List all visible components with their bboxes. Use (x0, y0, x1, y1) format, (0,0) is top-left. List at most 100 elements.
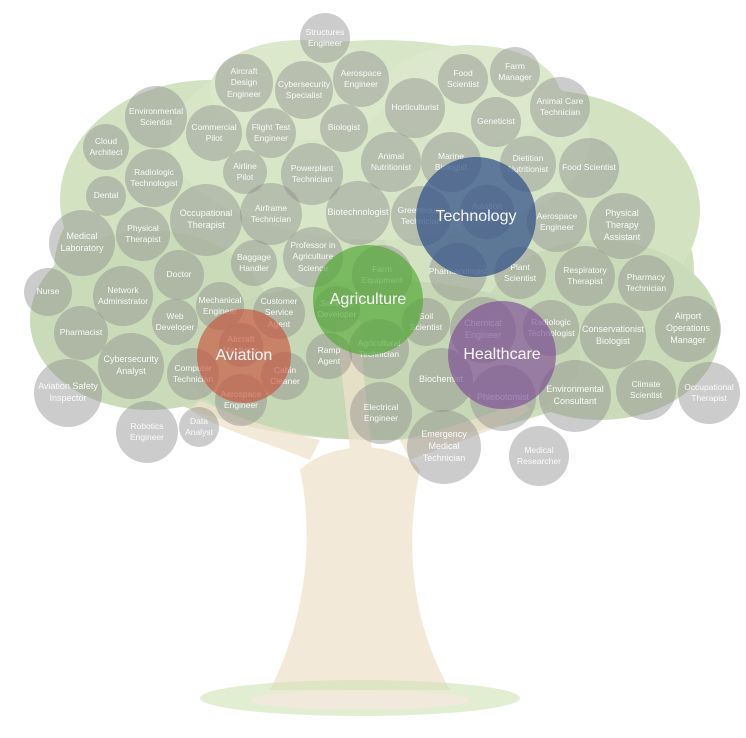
career-bubble-web-developer[interactable]: Web Developer (152, 299, 198, 345)
career-label: Emergency Medical Technician (421, 429, 467, 463)
career-label: Cybersecurity Specialist (278, 78, 330, 100)
career-label: Flight Test Engineer (251, 121, 291, 143)
career-label: Animal Care Technician (536, 95, 584, 117)
career-label: Airline Pilot (233, 160, 257, 182)
category-hub-label: Agriculture (329, 291, 407, 308)
career-bubble-structures-engineer[interactable]: Structures Engineer (300, 13, 350, 63)
career-label: Airport Operations Manager (665, 311, 711, 345)
career-bubble-occupational-therapist[interactable]: Occupational Therapist (678, 362, 740, 424)
career-bubble-baggage-handler[interactable]: Baggage Handler (231, 240, 277, 286)
career-label: Mechanical Engineer (198, 294, 242, 316)
career-bubble-doctor[interactable]: Doctor (154, 250, 204, 300)
career-bubble-airline-pilot[interactable]: Airline Pilot (223, 150, 267, 194)
career-bubble-flight-test-engineer[interactable]: Flight Test Engineer (246, 108, 296, 158)
career-label: Airframe Technician (250, 202, 292, 224)
career-label: Soil Scientist (409, 310, 443, 332)
career-label: Physical Therapy Assistant (603, 208, 641, 242)
ground (200, 680, 520, 716)
career-label: Electrical Engineer (363, 401, 399, 423)
career-label: Conservationist Biologist (581, 324, 645, 346)
career-bubble-climate-scientist[interactable]: Climate Scientist (616, 360, 676, 420)
career-bubble-robotics-engineer[interactable]: Robotics Engineer (116, 401, 178, 463)
career-bubble-food-scientist[interactable]: Food Scientist (559, 138, 619, 198)
career-label: Medical Researcher (517, 444, 561, 466)
category-hub-aviation[interactable]: Aviation (197, 309, 291, 403)
career-label: Environmental Scientist (128, 105, 184, 127)
career-label: Food Scientist (446, 67, 480, 89)
career-bubble-medical-researcher[interactable]: Medical Researcher (509, 426, 569, 486)
career-bubble-nurse[interactable]: Nurse (24, 268, 72, 316)
career-label: Occupational Therapist (684, 381, 734, 403)
career-label: Structures Engineer (305, 26, 345, 48)
career-bubble-farm-manager[interactable]: Farm Manager (490, 47, 540, 97)
career-label: Dental (93, 190, 119, 201)
career-bubble-pharmacist[interactable]: Pharmacist (54, 306, 108, 360)
career-bubble-pharmacy-technician[interactable]: Pharmacy Technician (618, 255, 674, 311)
career-bubble-emergency-medical-technician[interactable]: Emergency Medical Technician (407, 410, 481, 484)
career-label: Physical Therapist (125, 222, 161, 244)
career-bubble-commercial-pilot[interactable]: Commercial Pilot (186, 105, 242, 161)
career-label: Robotics Engineer (129, 420, 165, 442)
career-label: Aerospace Engineer (340, 67, 382, 89)
career-label: Biologist (327, 122, 361, 133)
career-bubble-respiratory-therapist[interactable]: Respiratory Therapist (555, 246, 615, 306)
category-hub-label: Technology (435, 208, 517, 225)
career-label: Aircraft Design Engineer (226, 66, 262, 99)
career-label: Doctor (166, 269, 192, 280)
career-label: Cloud Architect (89, 135, 123, 157)
career-bubble-powerplant-technician[interactable]: Powerplant Technician (281, 143, 343, 205)
career-bubble-aerospace-engineer[interactable]: Aerospace Engineer (527, 192, 587, 252)
career-label: Food Scientist (562, 162, 616, 173)
career-label: Powerplant Technician (290, 162, 334, 184)
career-label: Biotechnologist (327, 207, 389, 218)
category-hub-agriculture[interactable]: Agriculture (313, 245, 423, 355)
career-label: Horticulturist (391, 102, 439, 113)
career-bubble-aircraft-design-engineer[interactable]: Aircraft Design Engineer (215, 54, 273, 112)
career-label: Computer Technician (172, 362, 214, 384)
career-bubble-occupational-therapist[interactable]: Occupational Therapist (170, 184, 242, 256)
career-bubble-aviation-safety-inspector[interactable]: Aviation Safety Inspector (34, 359, 102, 427)
career-bubble-medical-laboratory[interactable]: Medical Laboratory (49, 210, 115, 276)
career-bubble-dental[interactable]: Dental (86, 176, 126, 216)
career-label: Network Administrator (97, 284, 149, 306)
career-bubble-airport-operations-manager[interactable]: Airport Operations Manager (655, 296, 721, 362)
career-label: Medical Laboratory (60, 231, 104, 253)
career-bubble-cybersecurity-specialist[interactable]: Cybersecurity Specialist (275, 61, 333, 119)
career-label: Animal Nutritionist (370, 150, 412, 172)
career-label: Dietitian Nutritionist (507, 152, 549, 174)
career-label: Professor in Agriculture Science (290, 240, 336, 273)
career-bubble-cloud-architect[interactable]: Cloud Architect (83, 124, 129, 170)
career-bubble-geneticist[interactable]: Geneticist (471, 97, 521, 147)
career-label: Ramp Agent (317, 344, 341, 366)
career-bubble-biologist[interactable]: Biologist (320, 104, 368, 152)
career-bubble-physical-therapy-assistant[interactable]: Physical Therapy Assistant (589, 193, 655, 259)
career-bubble-network-administrator[interactable]: Network Administrator (93, 266, 153, 326)
career-label: Respiratory Therapist (563, 264, 607, 286)
career-bubble-electrical-engineer[interactable]: Electrical Engineer (350, 382, 412, 444)
career-bubble-data-analyst[interactable]: Data Analyst (179, 407, 219, 447)
tree-trunk (190, 320, 530, 690)
career-bubble-physical-therapist[interactable]: Physical Therapist (116, 207, 170, 261)
career-bubble-conservationist-biologist[interactable]: Conservationist Biologist (580, 303, 646, 369)
career-bubble-animal-nutritionist[interactable]: Animal Nutritionist (361, 132, 421, 192)
career-bubble-cybersecurity-analyst[interactable]: Cybersecurity Analyst (98, 333, 164, 399)
career-bubble-radiologic-technologist[interactable]: Radiologic Technologist (125, 149, 183, 207)
category-hub-technology[interactable]: Technology (416, 157, 536, 277)
career-label: Pharmacist (59, 327, 103, 338)
career-bubble-airframe-technician[interactable]: Airframe Technician (240, 183, 302, 245)
career-bubble-animal-care-technician[interactable]: Animal Care Technician (530, 77, 590, 137)
career-label: Cybersecurity Analyst (103, 354, 159, 376)
career-bubble-horticulturist[interactable]: Horticulturist (385, 78, 445, 138)
career-label: Aviation Safety Inspector (38, 381, 98, 403)
career-bubble-environmental-scientist[interactable]: Environmental Scientist (125, 86, 187, 148)
category-hub-healthcare[interactable]: Healthcare (448, 301, 556, 409)
career-bubble-aerospace-engineer[interactable]: Aerospace Engineer (333, 51, 389, 107)
career-bubble-food-scientist[interactable]: Food Scientist (438, 54, 488, 104)
career-label: Nurse (36, 286, 60, 297)
career-label: Web Developer (155, 310, 195, 332)
career-label: Baggage Handler (236, 251, 272, 273)
career-label: Aerospace Engineer (536, 210, 578, 232)
career-bubble-biotechnologist[interactable]: Biotechnologist (326, 181, 390, 245)
career-label: Plant Scientist (503, 261, 537, 283)
